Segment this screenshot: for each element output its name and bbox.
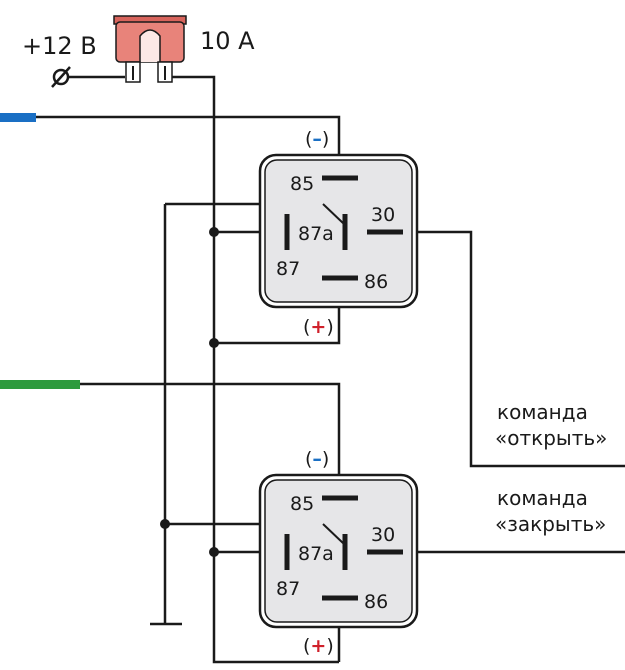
relay2-pin30-label: 30 [371, 524, 395, 546]
relay2-pin85-label: 85 [290, 493, 314, 515]
close-command-label-line2: «закрыть» [495, 512, 606, 536]
fuse [113, 15, 187, 83]
blue-input-wire [0, 113, 36, 122]
fuse-rating-label: 10 А [200, 27, 255, 55]
relay2-pin85-wire [80, 382, 341, 498]
command-labels: команда «открыть» команда «закрыть» [495, 400, 607, 536]
relay-open: 85 87a 87 30 86 (–) (+) [258, 128, 419, 338]
relay1-pin87-label: 87 [276, 258, 300, 280]
junction-dots [160, 227, 219, 557]
open-command-wire [401, 230, 625, 468]
relay1-pin85-label: 85 [290, 173, 314, 195]
relay2-minus-marker: (–) [305, 448, 329, 470]
voltage-label: +12 В [22, 32, 97, 60]
green-input-wire [0, 380, 80, 389]
relay1-plus-marker: (+) [303, 316, 334, 338]
bus-12v-wire [172, 75, 339, 664]
relay2-pin87-label: 87 [276, 578, 300, 600]
terminal-symbol [51, 66, 71, 88]
open-command-label-line1: команда [497, 400, 588, 424]
close-command-label-line1: команда [497, 486, 588, 510]
relay-close: 85 87a 87 30 86 (–) (+) [258, 448, 419, 657]
relay2-plus-marker: (+) [303, 635, 334, 657]
power-supply: +12 В 10 А [22, 15, 255, 88]
relay2-pin87a-label: 87a [298, 543, 334, 565]
relay1-minus-marker: (–) [305, 128, 329, 150]
relay1-pin86-label: 86 [364, 271, 388, 293]
relay1-pin87a-label: 87a [298, 223, 334, 245]
relay2-pin86-label: 86 [364, 591, 388, 613]
open-command-label-line2: «открыть» [495, 426, 607, 450]
relay1-pin30-label: 30 [371, 204, 395, 226]
